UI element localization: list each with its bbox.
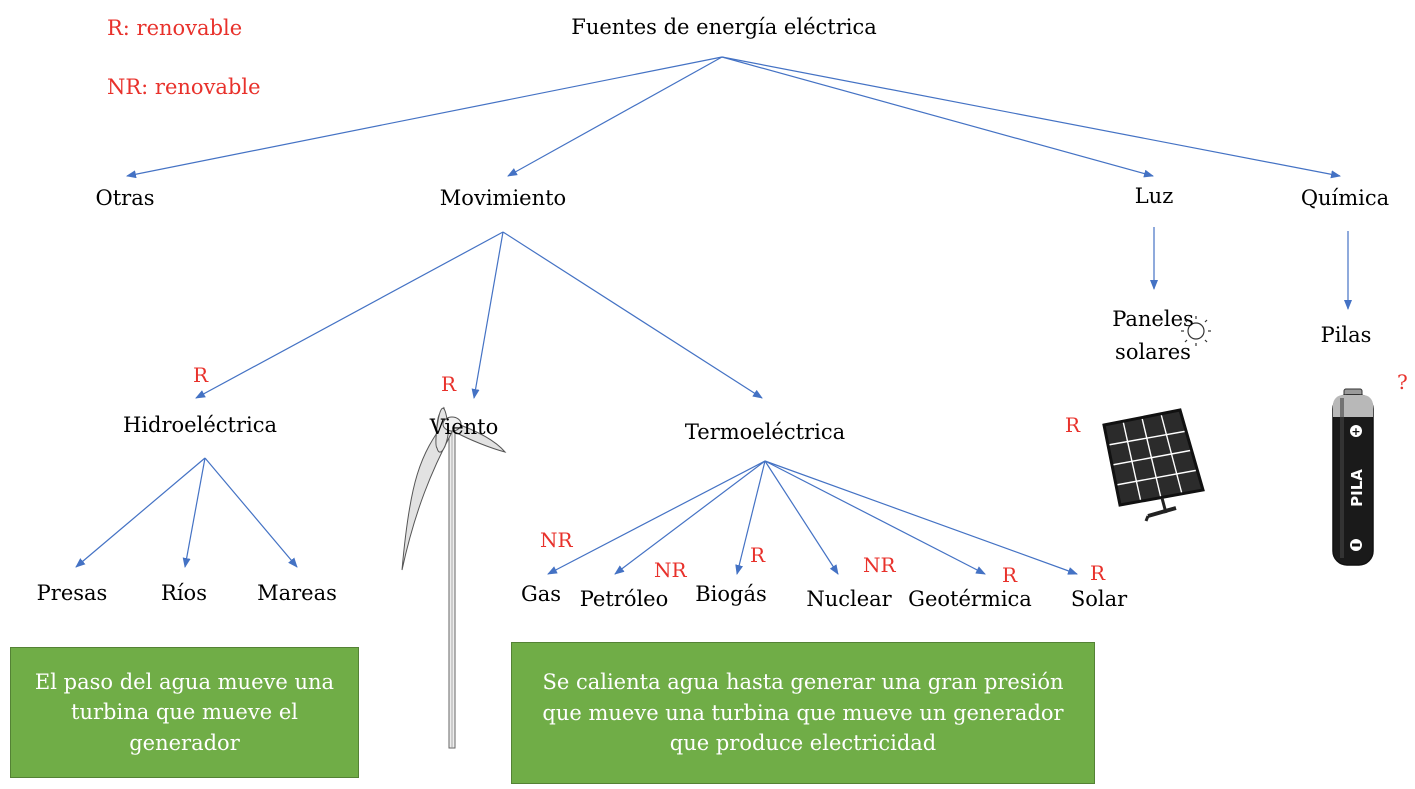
node-otras: Otras [95, 186, 155, 210]
solar-panel-icon [1102, 408, 1205, 522]
arrow-mov-hidro [195, 231, 504, 399]
tag-pilas: ? [1397, 370, 1408, 394]
paneles-line-1: Paneles [1112, 307, 1194, 331]
node-biogas: Biogás [695, 582, 767, 606]
node-paneles-solares: Paneles solares [1112, 303, 1194, 368]
node-petroleo: Petróleo [579, 587, 669, 611]
legend-non-renewable: NR: renovable [107, 75, 261, 99]
tag-nuclear: NR [863, 553, 896, 577]
node-movimiento: Movimiento [439, 186, 567, 210]
node-gas: Gas [520, 582, 562, 606]
arrow-termo-solar [764, 460, 1078, 575]
arrow-termo-biogas [735, 460, 766, 575]
root-title: Fuentes de energía eléctrica [571, 15, 877, 39]
node-viento: Viento [429, 415, 499, 439]
arrow-hidro-rios [182, 457, 206, 568]
tag-viento: R [441, 372, 457, 396]
node-solar: Solar [1070, 587, 1128, 611]
arrow-root-luz [721, 56, 1154, 178]
arrow-termo-nuclear [764, 460, 839, 575]
node-pilas: Pilas [1320, 323, 1372, 347]
arrow-termo-gas [547, 460, 766, 575]
arrow-mov-viento [471, 231, 504, 399]
wind-turbine-icon [401, 406, 507, 749]
tag-hidroelectrica: R [193, 363, 209, 387]
tag-biogas: R [750, 543, 766, 567]
arrow-termo-petroleo [614, 460, 766, 575]
tag-geotermica: R [1002, 563, 1018, 587]
svg-text:+: + [1351, 425, 1360, 438]
arrow-hidro-presas [75, 457, 206, 568]
node-quimica: Química [1300, 186, 1390, 210]
tag-gas: NR [540, 528, 573, 552]
note-hidro: El paso del agua mueve una turbina que m… [10, 647, 359, 778]
sun-icon [1181, 316, 1211, 346]
arrow-root-otras [126, 56, 723, 179]
node-luz: Luz [1134, 184, 1174, 208]
node-mareas: Mareas [257, 581, 337, 605]
arrow-mov-termo [502, 231, 763, 399]
arrow-hidro-mareas [204, 457, 298, 568]
note-termo: Se calienta agua hasta generar una gran … [511, 642, 1095, 784]
tag-paneles: R [1065, 413, 1081, 437]
node-nuclear: Nuclear [806, 587, 892, 611]
node-hidroelectrica: Hidroeléctrica [123, 413, 277, 437]
tag-petroleo: NR [654, 558, 687, 582]
legend-renewable: R: renovable [107, 16, 243, 40]
node-presas: Presas [36, 581, 108, 605]
node-geotermica: Geotérmica [908, 587, 1032, 611]
paneles-line-2: solares [1115, 339, 1191, 364]
battery-label: PILA [1348, 469, 1366, 507]
arrow-termo-geotermica [764, 460, 986, 575]
node-termoelectrica: Termoeléctrica [684, 420, 846, 444]
node-rios: Ríos [161, 581, 207, 605]
arrow-root-movimiento [507, 56, 723, 177]
tag-solar: R [1090, 561, 1106, 585]
arrow-root-quimica [721, 56, 1341, 179]
battery-icon: + PILA [1332, 388, 1374, 566]
